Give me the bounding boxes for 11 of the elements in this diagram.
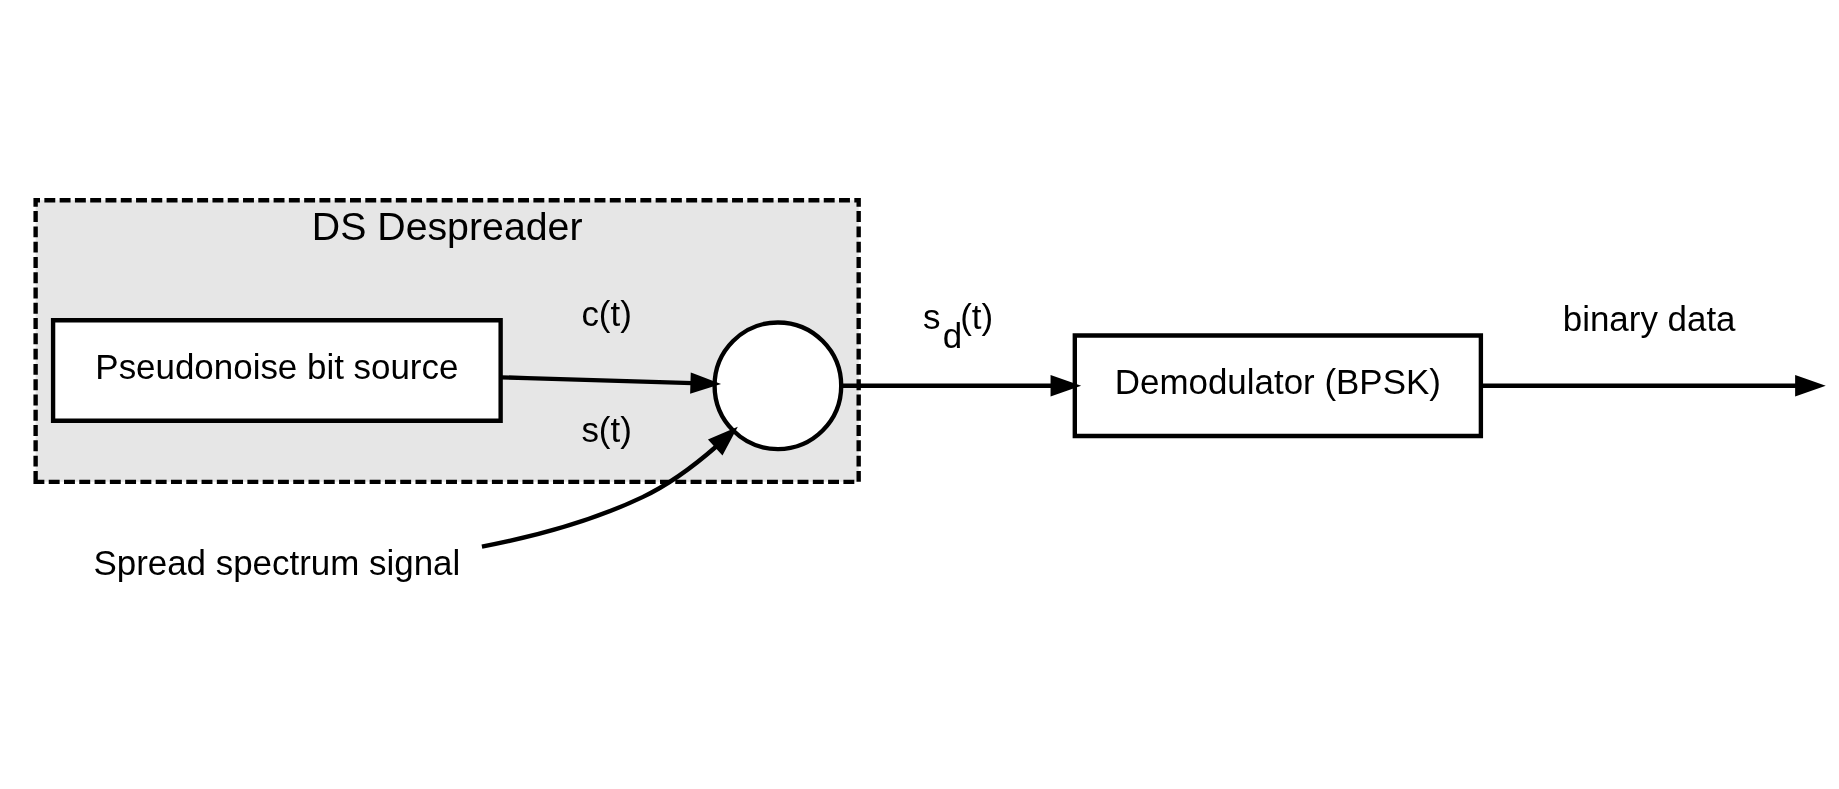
arrow bbox=[841, 375, 1082, 397]
arrow bbox=[1481, 375, 1826, 397]
node-text: Spread spectrum signal bbox=[93, 543, 461, 583]
arrow bbox=[481, 426, 738, 549]
edge-label: c(t) bbox=[581, 294, 632, 334]
node-circle bbox=[712, 320, 844, 452]
node-box: Pseudonoise bit source bbox=[50, 318, 503, 423]
edge-label: s(t) bbox=[581, 410, 632, 450]
arrow bbox=[501, 372, 722, 394]
node-box: Demodulator (BPSK) bbox=[1072, 333, 1484, 439]
edge-label: binary data bbox=[1562, 298, 1736, 338]
